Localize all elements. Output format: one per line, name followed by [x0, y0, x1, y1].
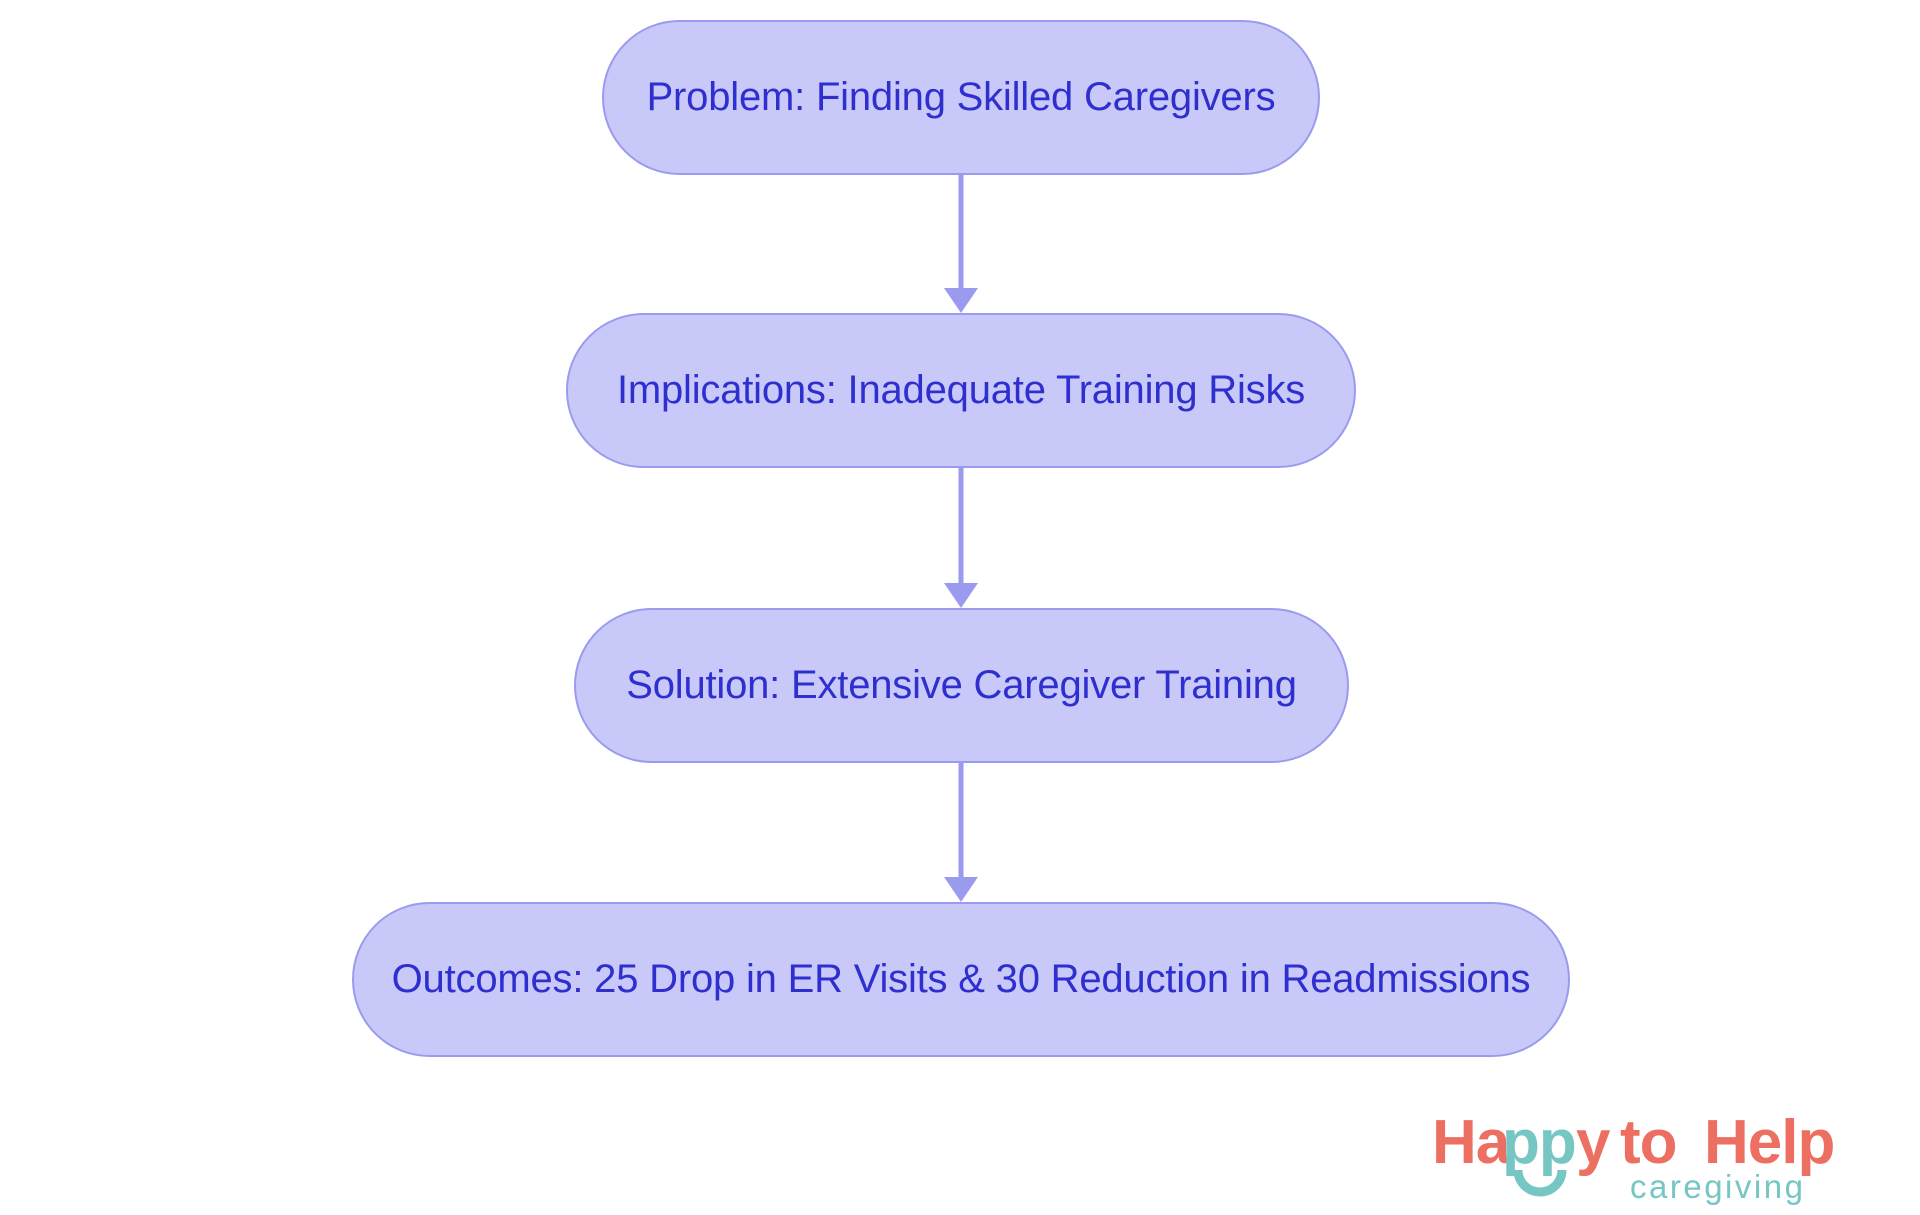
- flow-node-solution[interactable]: Solution: Extensive Caregiver Training: [574, 608, 1349, 763]
- flow-node-implications[interactable]: Implications: Inadequate Training Risks: [566, 313, 1356, 468]
- flow-node-outcomes[interactable]: Outcomes: 25 Drop in ER Visits & 30 Redu…: [352, 902, 1570, 1057]
- smile-icon: [1513, 1169, 1567, 1197]
- logo-text-help: Help: [1704, 1108, 1834, 1177]
- flow-node-problem[interactable]: Problem: Finding Skilled Caregivers: [602, 20, 1320, 175]
- logo-artwork: Ha pp y to Help caregiving: [1432, 1108, 1835, 1205]
- connector-solution-to-outcomes: [944, 763, 978, 902]
- logo-tagline: caregiving: [1630, 1168, 1805, 1205]
- flow-node-outcomes-label: Outcomes: 25 Drop in ER Visits & 30 Redu…: [391, 957, 1531, 1001]
- logo-text-pp: pp: [1502, 1108, 1576, 1177]
- connector-problem-to-implications: [944, 175, 978, 313]
- flow-node-solution-label: Solution: Extensive Caregiver Training: [626, 663, 1297, 707]
- logo-text-y: y: [1576, 1108, 1611, 1177]
- connector-implications-to-solution: [944, 468, 978, 608]
- flow-node-problem-label: Problem: Finding Skilled Caregivers: [646, 75, 1276, 119]
- happy-to-help-logo: Ha pp y to Help caregiving: [1432, 1108, 1902, 1208]
- logo-text-to: to: [1620, 1108, 1677, 1177]
- logo-text-ha: Ha: [1432, 1108, 1511, 1177]
- flow-node-implications-label: Implications: Inadequate Training Risks: [616, 368, 1306, 412]
